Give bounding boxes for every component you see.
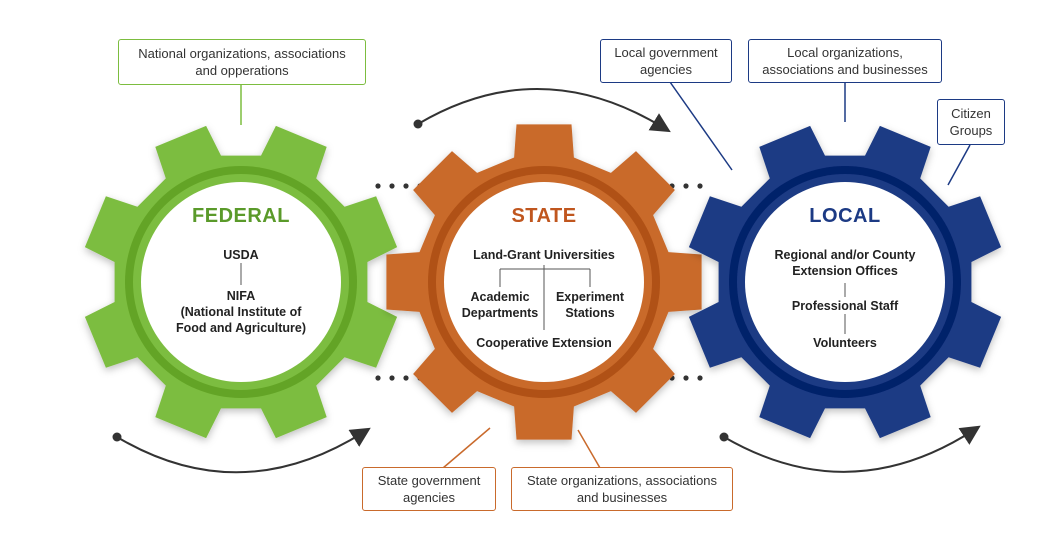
callout-citizen-groups: Citizen Groups xyxy=(937,99,1005,145)
state-tree-lines xyxy=(499,265,591,330)
callout-local-gov-label: Local government agencies xyxy=(614,45,718,77)
federal-text-block: FEDERAL xyxy=(141,205,341,228)
callout-local-orgs-label: Local organizations, associations and bu… xyxy=(762,45,928,77)
local-gear xyxy=(688,125,1002,439)
callout-state-gov: State government agencies xyxy=(362,467,496,511)
federal-nifa: NIFA (National Institute of Food and Agr… xyxy=(175,289,307,335)
state-experiment: Experiment Stations xyxy=(555,290,625,320)
callout-local-orgs: Local organizations, associations and bu… xyxy=(748,39,942,83)
state-coop-extension: Cooperative Extension xyxy=(476,336,612,350)
arrow-bottom-local xyxy=(723,425,981,473)
state-land-grant: Land-Grant Universities xyxy=(473,248,615,262)
local-regional: Regional and/or County Extension Offices xyxy=(774,248,916,278)
callout-national-label: National organizations, associations and… xyxy=(138,46,346,78)
federal-usda: USDA xyxy=(223,248,259,262)
local-title: LOCAL xyxy=(809,205,881,227)
callout-state-orgs: State organizations, associations and bu… xyxy=(511,467,733,511)
callout-leaders xyxy=(240,81,971,469)
gear-local-face xyxy=(745,182,945,382)
state-title: STATE xyxy=(511,205,577,227)
state-text-block: STATE xyxy=(444,205,644,228)
callout-citizen-label: Citizen Groups xyxy=(949,106,993,138)
local-staff: Professional Staff xyxy=(791,299,899,313)
callout-local-gov: Local government agencies xyxy=(600,39,732,83)
rotation-arrows xyxy=(112,88,981,474)
local-text-block: LOCAL xyxy=(745,205,945,228)
federal-title: FEDERAL xyxy=(192,205,290,227)
callout-state-orgs-label: State organizations, associations and bu… xyxy=(526,473,718,505)
local-volunteers: Volunteers xyxy=(813,336,877,350)
state-academic: Academic Departments xyxy=(461,290,539,320)
callout-state-gov-label: State government agencies xyxy=(377,473,481,505)
arrow-top-state xyxy=(417,88,671,133)
callout-national-orgs: National organizations, associations and… xyxy=(118,39,366,85)
arrow-bottom-federal xyxy=(116,427,371,474)
